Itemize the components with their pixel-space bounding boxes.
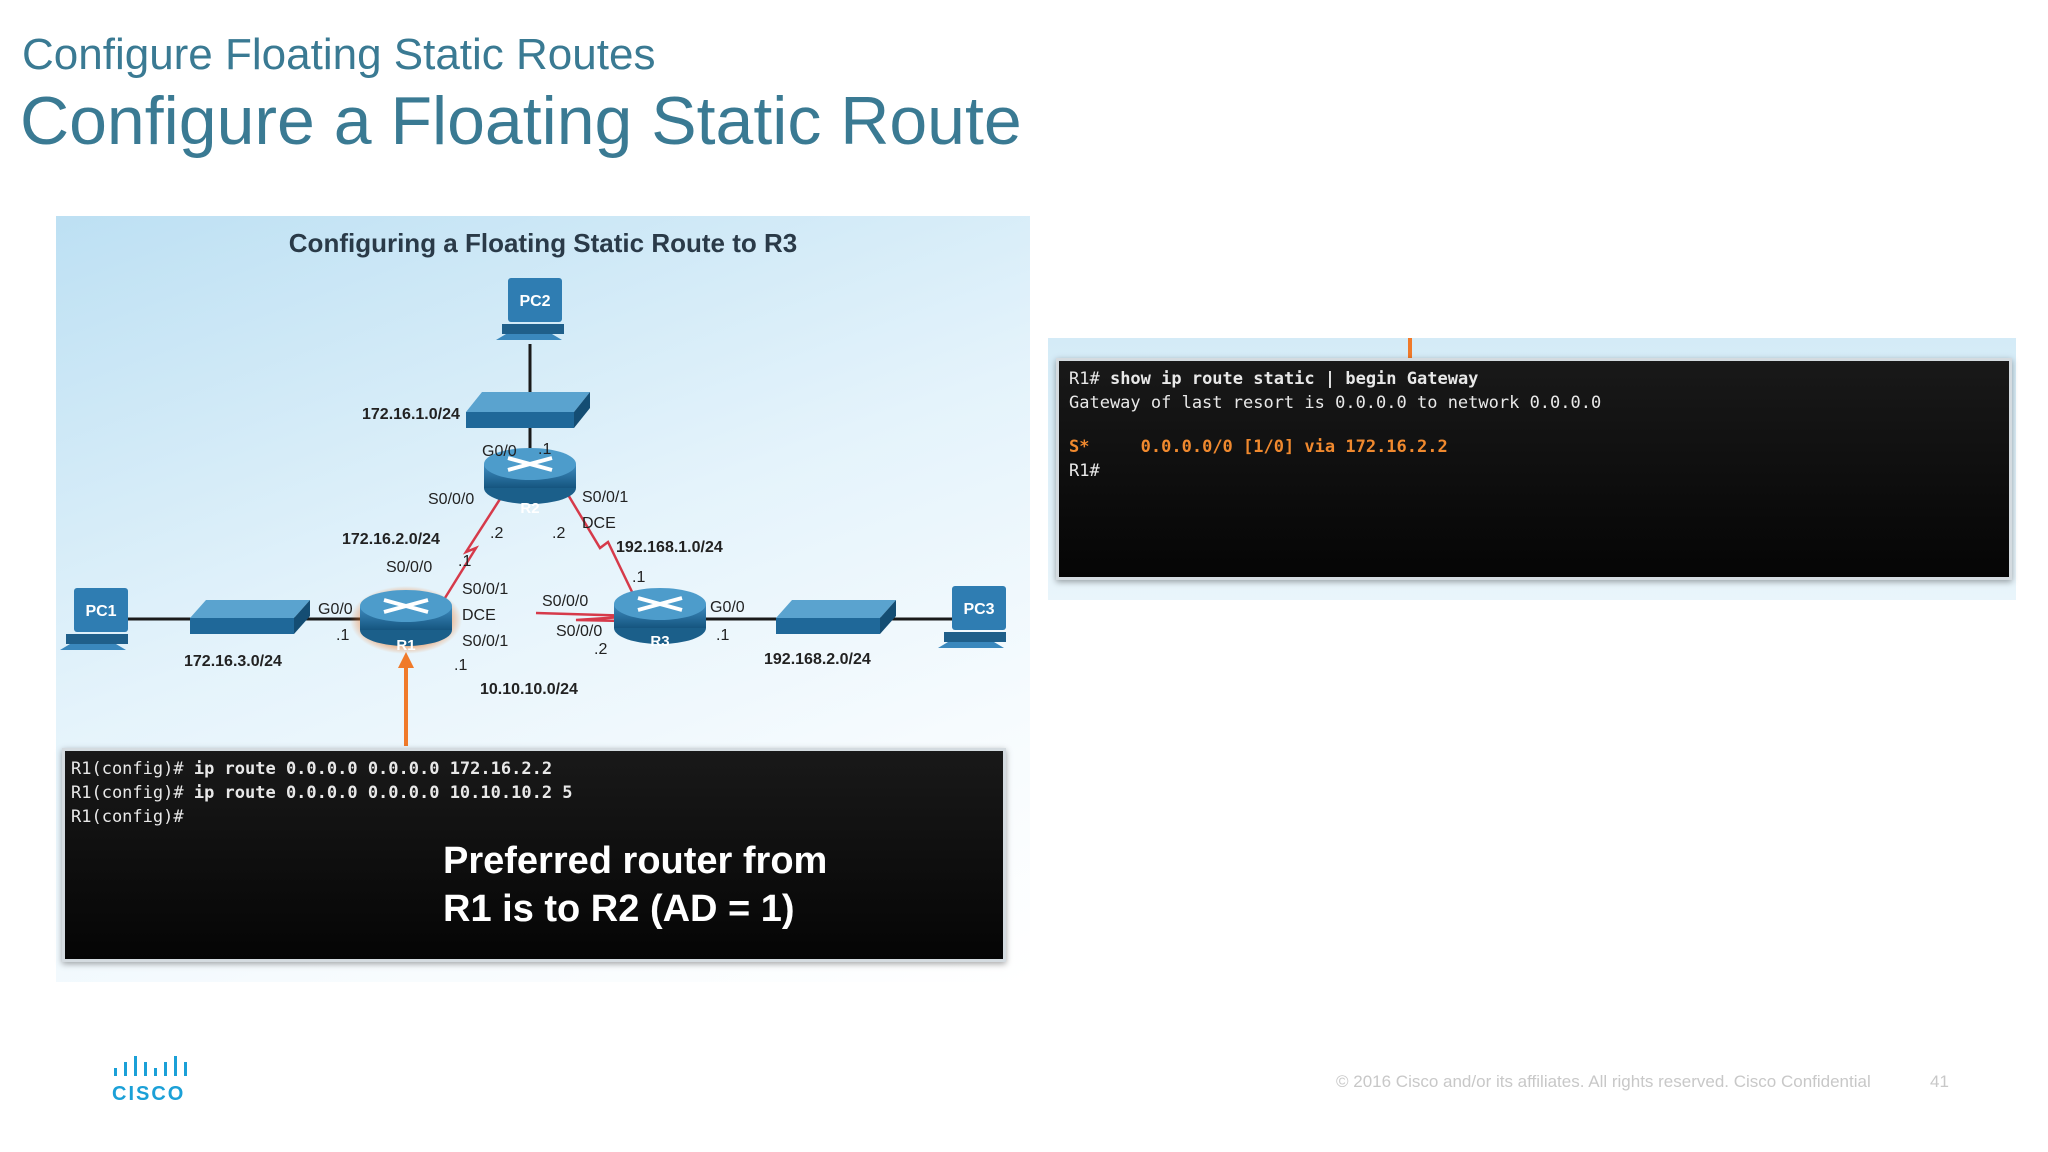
callout-text: Preferred router from R1 is to R2 (AD = … xyxy=(443,840,828,930)
pc3-label: PC3 xyxy=(963,601,994,618)
r1-s001: S0/0/1 xyxy=(462,581,508,598)
net-pc1: 172.16.3.0/24 xyxy=(184,653,282,670)
r1-s001b: S0/0/1 xyxy=(462,633,508,650)
blank-line xyxy=(1069,415,2009,435)
r2-g00: G0/0 xyxy=(482,443,517,460)
r1-s000: S0/0/0 xyxy=(386,559,432,576)
r2-label: R2 xyxy=(520,500,539,517)
pc-pc3 xyxy=(938,586,1006,648)
r3-s000-ip: .2 xyxy=(594,641,607,658)
router-r3 xyxy=(614,588,706,644)
terminal-output: R1# show ip route static | begin Gateway… xyxy=(1056,358,2012,580)
r2-s001: S0/0/1 xyxy=(582,489,628,506)
topology-diagram: PC2 PC1 PC3 R2 R1 R3 172.16.1.0/24 G0/0 … xyxy=(60,278,1006,746)
cisco-bars-icon xyxy=(114,1056,187,1076)
r3-s000a: S0/0/0 xyxy=(542,593,588,610)
switch-right xyxy=(776,600,896,634)
terminal-line: Gateway of last resort is 0.0.0.0 to net… xyxy=(1069,393,1602,413)
topology-title: Configuring a Floating Static Route to R… xyxy=(288,228,798,258)
r3-s000b: S0/0/0 xyxy=(556,623,602,640)
r2-s000-ip: .2 xyxy=(490,525,503,542)
r1-g00: G0/0 xyxy=(318,601,353,618)
terminal-line: R1# show ip route static | begin Gateway xyxy=(1069,369,1479,389)
r2-g00-ip: .1 xyxy=(538,441,551,458)
r1-dce: DCE xyxy=(462,607,496,624)
cisco-wordmark: CISCO xyxy=(112,1083,186,1105)
net-r1-r3: 10.10.10.0/24 xyxy=(480,681,578,698)
r2-s000: S0/0/0 xyxy=(428,491,474,508)
pc-pc1 xyxy=(60,588,128,650)
terminal-config: R1(config)# ip route 0.0.0.0 0.0.0.0 172… xyxy=(62,748,1006,962)
r2-dce: DCE xyxy=(582,515,616,532)
r3-s001-ip: .1 xyxy=(632,569,645,586)
switch-top xyxy=(466,392,590,428)
terminal-line: R1(config)# ip route 0.0.0.0 0.0.0.0 172… xyxy=(71,759,553,779)
pc1-label: PC1 xyxy=(85,603,116,620)
slide-title: Configure a Floating Static Route xyxy=(20,83,1022,159)
r2-s001-ip: .2 xyxy=(552,525,565,542)
output-panel: R1# show ip route static | begin Gateway… xyxy=(1048,338,2016,600)
terminal-line: R1# xyxy=(1069,461,1100,481)
switch-left xyxy=(190,600,310,634)
slide-subtitle: Configure Floating Static Routes xyxy=(22,30,656,79)
net-pc3: 192.168.2.0/24 xyxy=(764,651,871,668)
r3-g00: G0/0 xyxy=(710,599,745,616)
net-r2-r3: 192.168.1.0/24 xyxy=(616,539,723,556)
r3-g00-ip: .1 xyxy=(716,627,729,644)
r1-label: R1 xyxy=(396,637,415,654)
connector-line xyxy=(1408,338,1412,358)
route-line: S* 0.0.0.0/0 [1/0] via 172.16.2.2 xyxy=(1069,437,1448,457)
terminal-line: R1(config)# xyxy=(71,807,184,827)
copyright: © 2016 Cisco and/or its affiliates. All … xyxy=(1336,1072,1871,1091)
r1-s000-ip: .1 xyxy=(458,553,471,570)
page-number: 41 xyxy=(1930,1072,1949,1091)
net-r1-r2: 172.16.2.0/24 xyxy=(342,531,440,548)
terminal-line: R1(config)# ip route 0.0.0.0 0.0.0.0 10.… xyxy=(71,783,573,803)
pc-pc2 xyxy=(496,278,564,340)
router-r2 xyxy=(484,448,576,504)
topology-figure: Configuring a Floating Static Route to R… xyxy=(56,216,1030,982)
net-pc2: 172.16.1.0/24 xyxy=(362,406,460,423)
r3-label: R3 xyxy=(650,633,669,650)
pc2-label: PC2 xyxy=(519,293,550,310)
r1-s001-ip: .1 xyxy=(454,657,467,674)
router-r1 xyxy=(350,586,462,654)
cisco-logo: CISCO xyxy=(112,1056,192,1105)
r1-g00-ip: .1 xyxy=(336,627,349,644)
